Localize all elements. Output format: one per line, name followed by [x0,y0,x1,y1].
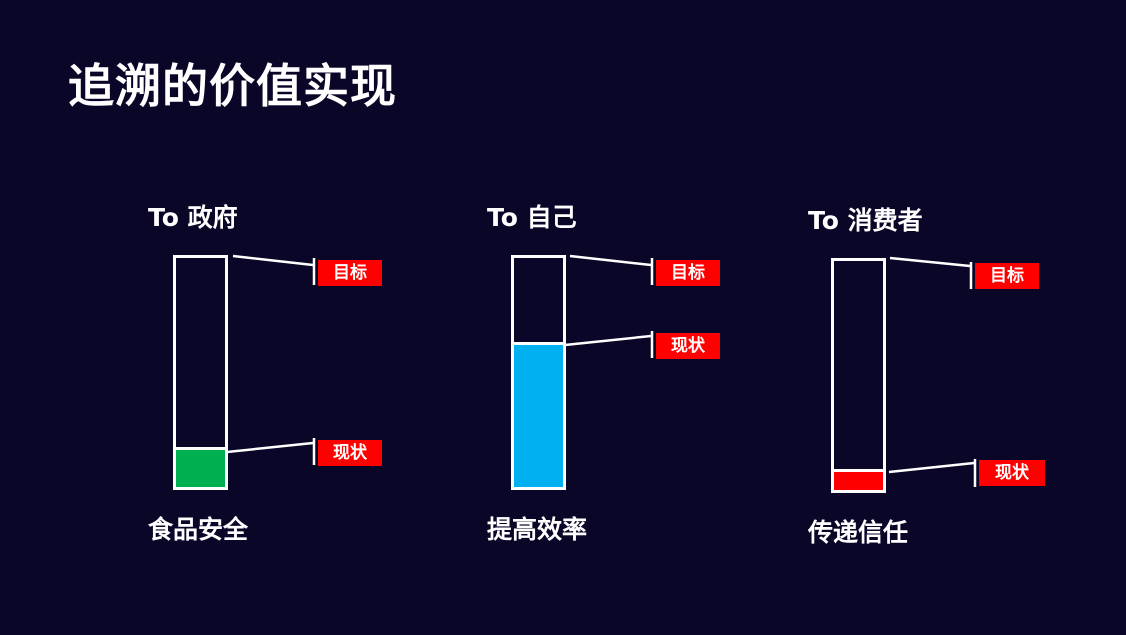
gauge-fill [176,447,225,487]
current-connector-1 [226,441,314,454]
gauge-heading: To 政府 [148,203,238,232]
gauge-heading: To 消费者 [808,206,923,235]
target-tag: 目标 [656,260,720,286]
gauge-caption: 传递信任 [808,518,909,547]
gauge-fill [834,468,883,490]
current-connector-3 [888,461,975,474]
current-tag: 现状 [979,460,1045,486]
target-tag: 目标 [318,260,382,286]
target-connector-1 [232,254,314,267]
current-tag: 现状 [318,440,382,466]
gauge-bar [173,255,228,490]
page-title: 追溯的价值实现 [68,59,397,113]
gauge-bar [831,258,886,493]
current-tag: 现状 [656,333,720,359]
gauge-caption: 食品安全 [148,515,249,544]
target-connector-2 [569,254,652,267]
gauge-fill [514,342,563,487]
gauge-bar [511,255,566,490]
current-connector-2 [564,334,652,347]
target-tag: 目标 [975,263,1039,289]
gauge-heading: To 自己 [487,203,577,232]
gauge-caption: 提高效率 [487,515,588,544]
target-connector-3 [889,256,971,268]
